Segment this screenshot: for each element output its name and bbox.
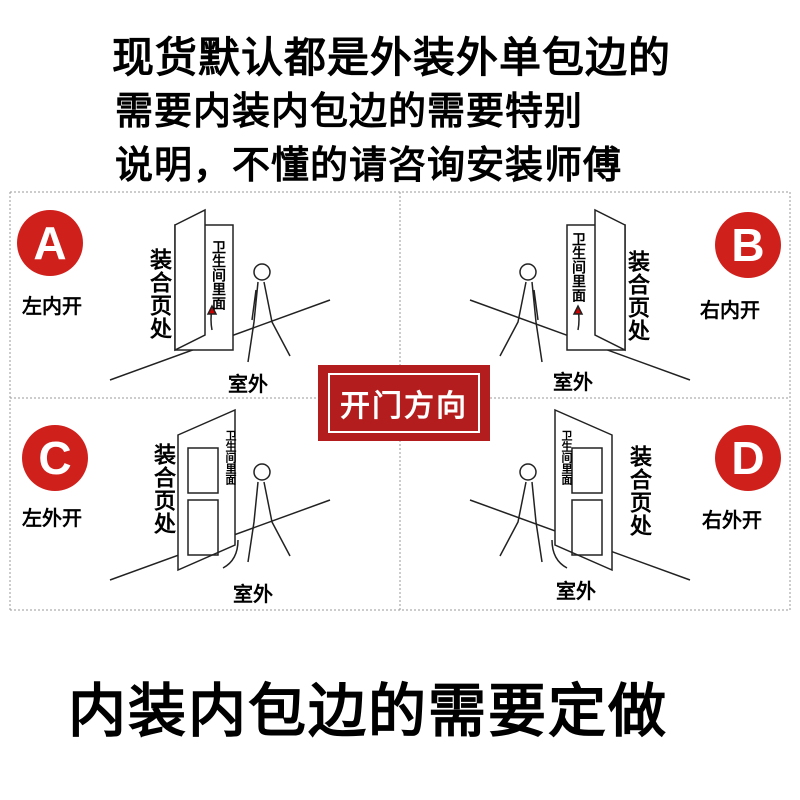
inside-label-a: 卫生间里面	[210, 240, 226, 310]
label-left-outward: 左外开	[22, 506, 82, 530]
hinge-label-c: 装合页处	[150, 443, 175, 535]
hinge-label-a: 装合页处	[146, 248, 171, 340]
label-right-inward: 右内开	[700, 298, 760, 322]
outside-label-a: 室外	[228, 372, 268, 396]
inside-label-c: 卫生间里面	[224, 430, 237, 485]
letter-badge-a: A	[17, 210, 83, 276]
label-left-inward: 左内开	[22, 294, 82, 318]
inside-label-b: 卫生间里面	[570, 232, 586, 302]
hinge-label-d: 装合页处	[626, 445, 651, 537]
outside-label-b: 室外	[553, 370, 593, 394]
outside-label-d: 室外	[556, 579, 596, 603]
letter-badge-d: D	[715, 425, 781, 491]
footer-note: 内装内包边的需要定做	[68, 677, 669, 745]
outside-label-c: 室外	[233, 582, 273, 606]
header-line-1: 现货默认都是外装外单包边的	[112, 33, 672, 82]
door-direction-title: 开门方向	[318, 365, 490, 441]
label-right-outward: 右外开	[702, 508, 762, 532]
letter-badge-c: C	[22, 425, 88, 491]
letter-badge-b: B	[715, 212, 781, 278]
hinge-label-b: 装合页处	[624, 250, 649, 342]
door-direction-title-text: 开门方向	[328, 373, 480, 433]
inside-label-d: 卫生间里面	[560, 430, 573, 485]
header-line-2: 需要内装内包边的需要特别	[115, 89, 584, 133]
header-line-3: 说明，不懂的请咨询安装师傅	[115, 143, 623, 187]
